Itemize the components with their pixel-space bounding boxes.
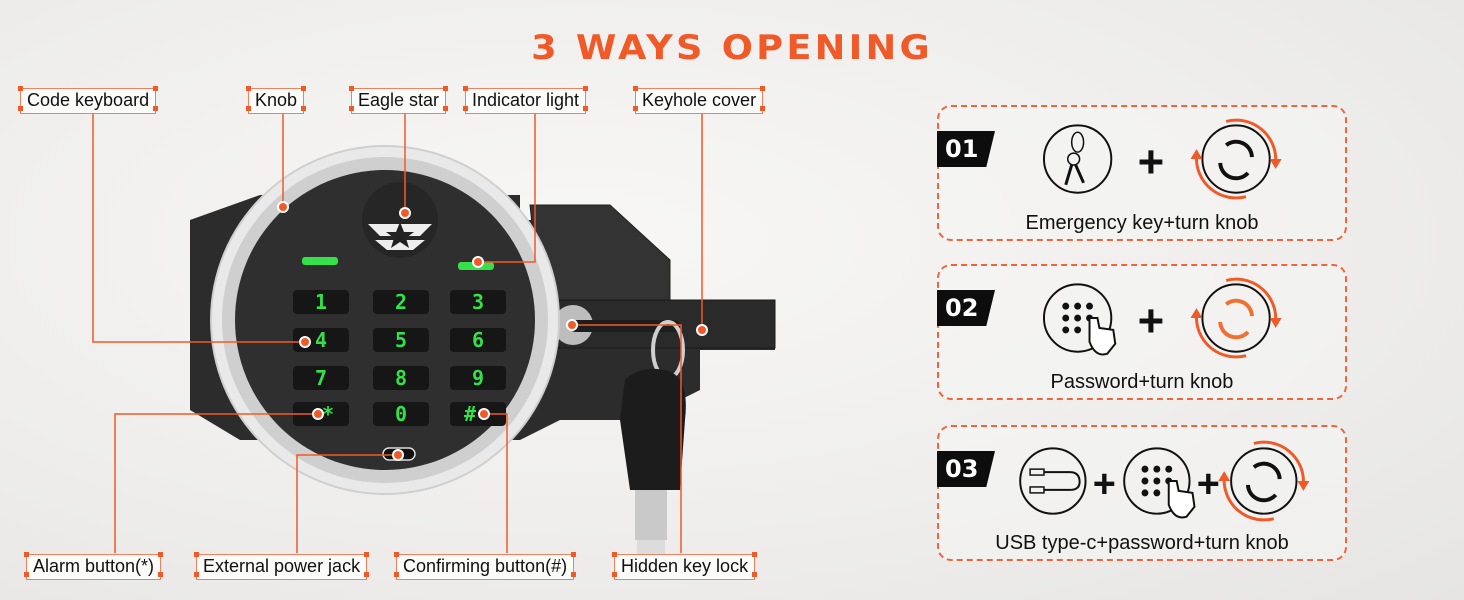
- method-caption: USB type-c+password+turn knob: [995, 532, 1289, 554]
- plus-icon: +: [1138, 295, 1165, 346]
- key-head: [620, 368, 686, 490]
- label-eagle-star: Eagle star: [348, 86, 449, 114]
- turn-knob-icon: [1218, 440, 1310, 522]
- keypad-touch-icon: [1042, 283, 1117, 356]
- method-number: 01: [937, 131, 995, 167]
- keys-icon: [1042, 124, 1113, 194]
- method-card-1: 01 + Emergency key+turn knob: [937, 105, 1347, 241]
- svg-text:1: 1: [315, 290, 327, 314]
- method-card-3: 03 + + USB type-c+pass: [937, 425, 1347, 561]
- svg-text:9: 9: [472, 366, 484, 390]
- method-caption: Emergency key+turn knob: [1025, 212, 1259, 234]
- method-card-2: 02 + Password+turn knob: [937, 264, 1347, 400]
- plus-icon: +: [1197, 462, 1220, 506]
- label-confirming-button: Confirming button(#): [393, 552, 577, 580]
- svg-text:4: 4: [315, 328, 327, 352]
- svg-text:7: 7: [315, 366, 327, 390]
- label-hidden-key-lock: Hidden key lock: [611, 552, 758, 580]
- keypad-touch-icon: [1123, 447, 1196, 519]
- label-alarm-button: Alarm button(*): [23, 552, 164, 580]
- svg-text:0: 0: [395, 402, 407, 426]
- svg-text:2: 2: [395, 290, 407, 314]
- usb-cable-icon: [1019, 447, 1087, 515]
- svg-text:3: 3: [472, 290, 484, 314]
- method-number: 03: [937, 451, 995, 487]
- turn-knob-icon: [1190, 277, 1282, 359]
- plus-icon: +: [1093, 462, 1116, 506]
- method-caption: Password+turn knob: [1050, 371, 1234, 393]
- svg-text:8: 8: [395, 366, 407, 390]
- label-keyhole-cover: Keyhole cover: [632, 86, 766, 114]
- svg-text:6: 6: [472, 328, 484, 352]
- label-external-power-jack: External power jack: [193, 552, 370, 580]
- svg-text:5: 5: [395, 328, 407, 352]
- method-number: 02: [937, 290, 995, 326]
- turn-knob-icon: [1190, 118, 1282, 200]
- page-title: 3 WAYS OPENING: [531, 28, 933, 68]
- eagle-emblem: [362, 182, 438, 258]
- plus-icon: +: [1138, 136, 1165, 187]
- label-indicator-light: Indicator light: [462, 86, 589, 114]
- label-knob: Knob: [245, 86, 307, 114]
- indicator-light-left: [302, 257, 338, 265]
- svg-text:#: #: [464, 402, 476, 426]
- keypad-face: [235, 170, 535, 470]
- label-code-keyboard: Code keyboard: [17, 86, 159, 114]
- svg-text:*: *: [322, 402, 334, 426]
